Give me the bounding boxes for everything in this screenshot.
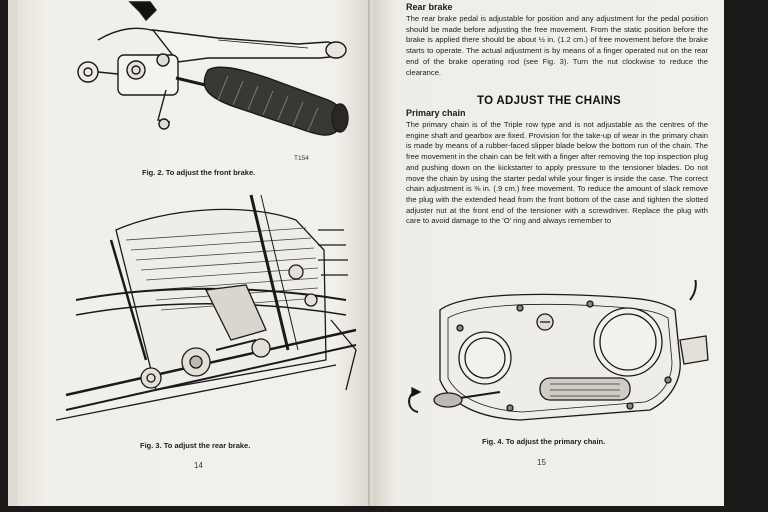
arrow-down-icon bbox=[128, 1, 157, 22]
left-page: T154 Fig. 2. To adjust the front brake. bbox=[18, 0, 370, 506]
fig2-front-brake-illustration bbox=[77, 1, 349, 136]
chains-main-heading: TO ADJUST THE CHAINS bbox=[476, 95, 621, 107]
fig3-rear-brake-illustration bbox=[56, 194, 357, 421]
book-spine bbox=[368, 0, 376, 506]
rear-brake-paragraph: The rear brake pedal is adjustable for p… bbox=[406, 14, 708, 77]
fig3-caption: Fig. 3. To adjust the rear brake. bbox=[140, 441, 251, 450]
primary-chain-paragraph: The primary chain is of the Triple row t… bbox=[406, 120, 708, 226]
page-number-left: 14 bbox=[194, 461, 203, 470]
primary-chain-heading: Primary chain bbox=[406, 108, 466, 118]
open-manual: T154 Fig. 2. To adjust the front brake. bbox=[8, 0, 724, 506]
rear-brake-heading: Rear brake bbox=[406, 2, 453, 12]
fig4-caption: Fig. 4. To adjust the primary chain. bbox=[482, 437, 606, 446]
fig2-caption: Fig. 2. To adjust the front brake. bbox=[142, 168, 256, 177]
fig4-primary-chain-illustration bbox=[408, 280, 709, 421]
fig2-code: T154 bbox=[294, 155, 309, 162]
page-number-right: 15 bbox=[537, 458, 546, 467]
right-page: Rear brake The rear brake pedal is adjus… bbox=[374, 0, 724, 506]
